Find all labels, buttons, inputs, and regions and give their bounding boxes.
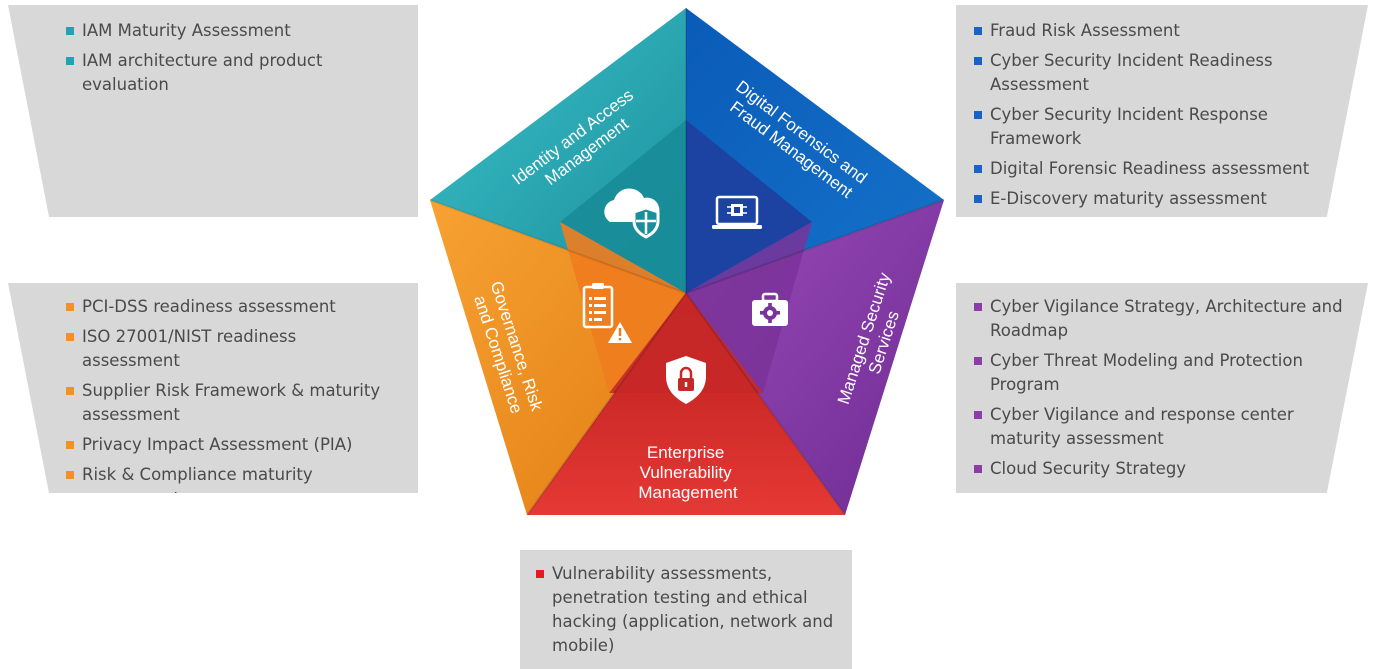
list-item-text: Vulnerability assessments, penetration t… — [552, 564, 834, 655]
list-item-text: IAM Maturity Assessment — [82, 21, 291, 40]
list-item: Cyber Security Incident Readiness Assess… — [974, 49, 1358, 97]
toolbox-gear-icon — [752, 292, 788, 326]
bullet-square — [974, 57, 982, 65]
list-item-text: ISO 27001/NIST readiness assessment — [82, 327, 297, 370]
list-item: Digital Forensic Readiness assessment — [974, 157, 1358, 181]
list-governance: PCI-DSS readiness assessment ISO 27001/N… — [66, 295, 398, 508]
list-item-text: Cyber Vigilance Strategy, Architecture a… — [990, 297, 1343, 340]
bullet-square — [974, 411, 982, 419]
list-item-text: Cyber Vigilance and response center matu… — [990, 405, 1294, 448]
bullet-square — [66, 57, 74, 65]
list-item: Fraud Risk Assessment — [974, 19, 1358, 43]
bullet-square — [974, 195, 982, 203]
list-item: Vulnerability assessments, penetration t… — [536, 562, 838, 658]
laptop-chip-icon — [712, 195, 762, 229]
list-item-text: Digital Forensic Readiness assessment — [990, 159, 1310, 178]
list-item: Cyber Security Incident Response Framewo… — [974, 103, 1358, 151]
list-item: Cyber Vigilance and response center matu… — [974, 403, 1348, 451]
bullet-square — [66, 441, 74, 449]
list-item: Risk & Compliance maturity assessment — [66, 463, 398, 508]
list-item: Cyber Threat Modeling and Protection Pro… — [974, 349, 1348, 397]
list-item-text: Privacy Impact Assessment (PIA) — [82, 435, 353, 454]
label-vulnerability: Enterprise Vulnerability Management — [638, 443, 738, 502]
list-item: Supplier Risk Framework & maturity asses… — [66, 379, 398, 427]
panel-managed: Cyber Vigilance Strategy, Architecture a… — [956, 283, 1368, 493]
bullet-square — [974, 111, 982, 119]
bullet-square — [974, 165, 982, 173]
list-vulnerability: Vulnerability assessments, penetration t… — [536, 562, 838, 658]
cloud-shield-icon — [604, 188, 660, 239]
list-item-text: E-Discovery maturity assessment — [990, 189, 1267, 208]
list-item: E-Discovery maturity assessment — [974, 187, 1358, 211]
list-item-text: Cyber Threat Modeling and Protection Pro… — [990, 351, 1303, 394]
bullet-square — [974, 465, 982, 473]
clipboard-warning-icon — [582, 283, 632, 343]
bullet-square — [66, 27, 74, 35]
list-item-text: PCI-DSS readiness assessment — [82, 297, 336, 316]
panel-forensics: Fraud Risk Assessment Cyber Security Inc… — [956, 5, 1368, 217]
list-item-text: Cyber Security Incident Response Framewo… — [990, 105, 1268, 148]
bullet-square — [66, 387, 74, 395]
list-item: IAM Maturity Assessment — [66, 19, 398, 43]
bullet-square — [974, 27, 982, 35]
list-item: PCI-DSS readiness assessment — [66, 295, 398, 319]
list-item: IAM architecture and product evaluation — [66, 49, 398, 97]
list-item: Cloud Security Strategy — [974, 457, 1348, 481]
bullet-square — [536, 570, 544, 578]
shield-lock-icon — [666, 356, 706, 404]
list-forensics: Fraud Risk Assessment Cyber Security Inc… — [974, 19, 1358, 211]
list-item-text: Cloud Security Strategy — [990, 459, 1187, 478]
list-item-text: Risk & Compliance maturity assessment — [82, 465, 313, 508]
bullet-square — [66, 303, 74, 311]
label-vulnerability-line3: Management — [638, 483, 738, 502]
bullet-square — [66, 333, 74, 341]
list-item: ISO 27001/NIST readiness assessment — [66, 325, 398, 373]
panel-iam: IAM Maturity Assessment IAM architecture… — [8, 5, 418, 217]
panel-governance: PCI-DSS readiness assessment ISO 27001/N… — [8, 283, 418, 493]
label-vulnerability-line2: Vulnerability — [640, 463, 732, 482]
list-item: Cyber Vigilance Strategy, Architecture a… — [974, 295, 1348, 343]
bullet-square — [974, 303, 982, 311]
bullet-square — [974, 357, 982, 365]
list-item-text: IAM architecture and product evaluation — [82, 51, 323, 94]
label-vulnerability-line1: Enterprise — [647, 443, 724, 462]
list-item: Privacy Impact Assessment (PIA) — [66, 433, 398, 457]
list-item-text: Fraud Risk Assessment — [990, 21, 1180, 40]
list-item-text: Supplier Risk Framework & maturity asses… — [82, 381, 381, 424]
list-iam: IAM Maturity Assessment IAM architecture… — [66, 19, 398, 97]
list-managed: Cyber Vigilance Strategy, Architecture a… — [974, 295, 1348, 481]
bullet-square — [66, 471, 74, 479]
list-item-text: Cyber Security Incident Readiness Assess… — [990, 51, 1273, 94]
panel-vulnerability: Vulnerability assessments, penetration t… — [520, 550, 852, 669]
